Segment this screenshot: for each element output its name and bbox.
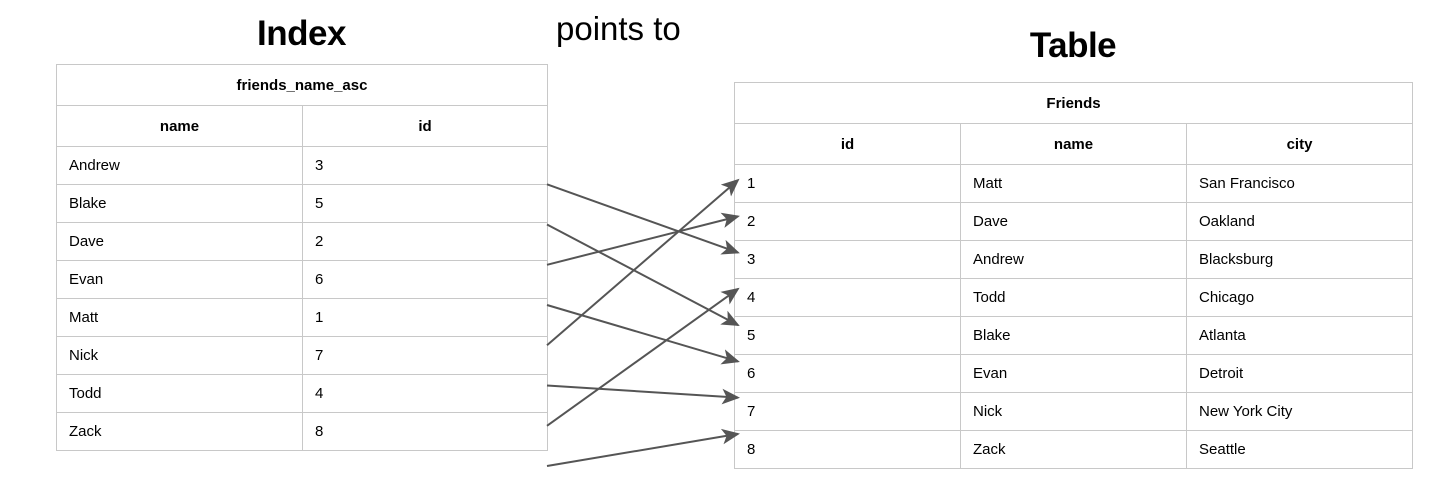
index-cell-name: Todd	[56, 374, 303, 413]
index-cell-name: Dave	[56, 222, 303, 261]
index-table-name-row: friends_name_asc	[56, 64, 548, 106]
friends-cell-id: 3	[734, 240, 961, 279]
friends-col-header-city: city	[1185, 123, 1414, 165]
table-row: Zack 8	[56, 412, 548, 451]
index-header-row: name id	[56, 105, 548, 147]
table-row: Nick 7	[56, 336, 548, 375]
friends-cell-city: Seattle	[1185, 430, 1414, 469]
index-cell-name: Zack	[56, 412, 303, 451]
index-col-header-id: id	[302, 105, 548, 147]
friends-cell-name: Nick	[960, 392, 1187, 431]
friends-cell-city: Oakland	[1185, 202, 1414, 241]
pointer-arrow	[546, 287, 740, 427]
table-row: 5 Blake Atlanta	[734, 316, 1414, 355]
index-cell-id: 7	[302, 336, 548, 375]
table-row: Dave 2	[56, 222, 548, 261]
table-row: Matt 1	[56, 298, 548, 337]
friends-cell-name: Andrew	[960, 240, 1187, 279]
relation-label: points to	[556, 10, 681, 47]
index-cell-name: Evan	[56, 260, 303, 299]
friends-cell-id: 7	[734, 392, 961, 431]
friends-cell-name: Blake	[960, 316, 1187, 355]
index-cell-id: 2	[302, 222, 548, 261]
index-cell-name: Nick	[56, 336, 303, 375]
friends-col-header-name: name	[960, 123, 1187, 165]
index-cell-id: 6	[302, 260, 548, 299]
pointer-arrow	[546, 304, 740, 365]
friends-table: Friends id name city 1 Matt San Francisc…	[733, 82, 1414, 469]
friends-cell-city: Blacksburg	[1185, 240, 1414, 279]
friends-cell-name: Evan	[960, 354, 1187, 393]
index-name-cell: friends_name_asc	[56, 64, 548, 106]
pointer-arrow	[546, 384, 740, 405]
table-row: 2 Dave Oakland	[734, 202, 1414, 241]
index-table: friends_name_asc name id Andrew 3 Blake …	[56, 64, 548, 451]
table-title: Table	[1029, 26, 1117, 65]
friends-name-cell: Friends	[733, 82, 1414, 124]
friends-cell-id: 5	[734, 316, 961, 355]
friends-cell-city: New York City	[1185, 392, 1414, 431]
table-row: 1 Matt San Francisco	[734, 164, 1414, 203]
friends-cell-name: Zack	[960, 430, 1187, 469]
table-row: 4 Todd Chicago	[734, 278, 1414, 317]
pointer-arrow	[546, 428, 740, 467]
friends-cell-id: 1	[734, 164, 961, 203]
index-cell-name: Blake	[56, 184, 303, 223]
pointer-arrow	[546, 212, 740, 266]
table-row: 6 Evan Detroit	[734, 354, 1414, 393]
index-cell-name: Matt	[56, 298, 303, 337]
pointer-arrow	[546, 178, 740, 347]
friends-cell-city: Chicago	[1185, 278, 1414, 317]
friends-cell-id: 2	[734, 202, 961, 241]
friends-cell-id: 8	[734, 430, 961, 469]
pointer-arrow	[546, 183, 740, 255]
table-row: 8 Zack Seattle	[734, 430, 1414, 469]
friends-cell-city: San Francisco	[1185, 164, 1414, 203]
index-cell-id: 4	[302, 374, 548, 413]
table-row: 7 Nick New York City	[734, 392, 1414, 431]
friends-cell-name: Todd	[960, 278, 1187, 317]
index-cell-name: Andrew	[56, 146, 303, 185]
friends-cell-city: Detroit	[1185, 354, 1414, 393]
pointer-arrow	[546, 223, 740, 327]
index-cell-id: 8	[302, 412, 548, 451]
table-row: Andrew 3	[56, 146, 548, 185]
index-cell-id: 1	[302, 298, 548, 337]
friends-cell-city: Atlanta	[1185, 316, 1414, 355]
index-title: Index	[257, 14, 346, 53]
table-row: Blake 5	[56, 184, 548, 223]
friends-cell-name: Matt	[960, 164, 1187, 203]
index-cell-id: 3	[302, 146, 548, 185]
table-row: Evan 6	[56, 260, 548, 299]
friends-cell-name: Dave	[960, 202, 1187, 241]
friends-cell-id: 6	[734, 354, 961, 393]
index-col-header-name: name	[56, 105, 303, 147]
friends-table-name-row: Friends	[733, 82, 1414, 124]
table-row: Todd 4	[56, 374, 548, 413]
friends-col-header-id: id	[734, 123, 961, 165]
friends-header-row: id name city	[734, 123, 1414, 165]
index-cell-id: 5	[302, 184, 548, 223]
table-row: 3 Andrew Blacksburg	[734, 240, 1414, 279]
friends-cell-id: 4	[734, 278, 961, 317]
